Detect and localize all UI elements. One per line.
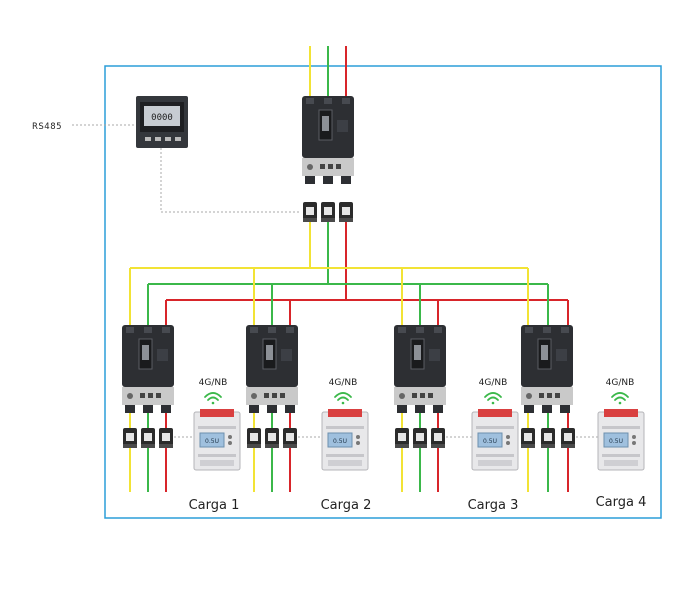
comm-label-3: 4G/NB — [479, 378, 508, 388]
branch-breaker-2 — [245, 324, 299, 414]
load-wires — [129, 408, 569, 492]
energy-meter-2: 0.5U — [321, 408, 369, 471]
branch-breaker-3 — [393, 324, 447, 414]
main-feeder-wires — [309, 46, 347, 300]
panel-meter: 0000 — [136, 96, 188, 148]
energy-meter-1: 0.5U — [193, 408, 241, 471]
branch-cts-2 — [247, 428, 297, 448]
branch-breaker-4 — [520, 324, 574, 414]
signal-lines — [72, 124, 598, 438]
branch-breaker-1 — [121, 324, 175, 414]
branch-cts-4 — [521, 428, 575, 448]
wireless-icon-2 — [334, 392, 352, 406]
load-label-1: Carga 1 — [189, 498, 240, 513]
branch-cts-1 — [123, 428, 173, 448]
rs485-label: RS485 — [32, 122, 62, 132]
load-label-2: Carga 2 — [321, 498, 372, 513]
meter-lcd-2: 0.5U — [333, 438, 347, 445]
panel-frame — [104, 65, 662, 519]
main-breaker — [301, 95, 355, 185]
load-label-4: Carga 4 — [596, 495, 647, 510]
meter-lcd-1: 0.5U — [205, 438, 219, 445]
wireless-icon-3 — [484, 392, 502, 406]
main-current-transformers — [303, 202, 353, 222]
branch-wires — [129, 268, 569, 325]
wireless-icon-4 — [611, 392, 629, 406]
meter-lcd-3: 0.5U — [483, 438, 497, 445]
comm-label-2: 4G/NB — [329, 378, 358, 388]
distribution-bus — [130, 267, 568, 301]
comm-label-4: 4G/NB — [606, 378, 635, 388]
load-label-3: Carga 3 — [468, 498, 519, 513]
comm-label-1: 4G/NB — [199, 378, 228, 388]
branch-cts-3 — [395, 428, 445, 448]
meter-display: 0000 — [151, 113, 173, 123]
wireless-icon-1 — [204, 392, 222, 406]
energy-meter-4: 0.5U — [597, 408, 645, 471]
energy-meter-3: 0.5U — [471, 408, 519, 471]
meter-lcd-4: 0.5U — [609, 438, 623, 445]
